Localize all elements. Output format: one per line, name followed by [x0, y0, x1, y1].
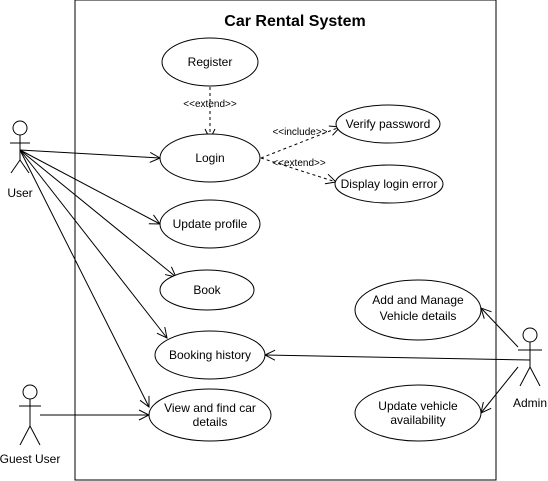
- user-booking-history-link: [19, 149, 167, 338]
- login-extend-label: <<extend>>: [272, 158, 326, 169]
- use-case-update-profile[interactable]: Update profile: [159, 199, 261, 249]
- use-case-view-find-car[interactable]: View and find car details: [148, 388, 272, 442]
- admin-update-vehicle-link: [481, 366, 519, 413]
- register-extend-label: <<extend>>: [183, 99, 237, 110]
- login-include-verify-line: [260, 127, 340, 159]
- actor-guest-user-label: Guest User: [0, 452, 60, 466]
- system-title: Car Rental System: [224, 13, 365, 30]
- svg-text:Verify password: Verify password: [346, 117, 431, 131]
- svg-text:Book: Book: [193, 283, 221, 297]
- user-login-link: [19, 149, 160, 158]
- svg-text:Vehicle details: Vehicle details: [380, 309, 457, 323]
- actor-admin-label: Admin: [513, 396, 547, 410]
- use-case-booking-history[interactable]: Booking history: [154, 330, 266, 380]
- actor-user[interactable]: User: [7, 120, 33, 200]
- use-case-register[interactable]: Register: [161, 37, 259, 87]
- association-lines: [19, 149, 531, 415]
- use-case-login[interactable]: Login: [159, 133, 261, 183]
- stick-figure-icon: [19, 384, 41, 446]
- svg-text:Add and Manage: Add and Manage: [372, 293, 464, 307]
- user-view-find-car-link: [19, 149, 149, 407]
- svg-text:View and find car: View and find car: [164, 401, 256, 415]
- actor-guest-user[interactable]: Guest User: [0, 384, 60, 466]
- login-extend-error-line: [260, 157, 336, 182]
- svg-text:Display login error: Display login error: [341, 177, 438, 191]
- svg-text:Update profile: Update profile: [173, 217, 248, 231]
- dependency-lines: [210, 87, 340, 182]
- actor-admin[interactable]: Admin: [513, 327, 547, 410]
- stick-figure-icon: [10, 120, 30, 174]
- use-case-book[interactable]: Book: [159, 269, 255, 311]
- use-case-display-login-error[interactable]: Display login error: [334, 164, 444, 204]
- use-case-add-manage-vehicle[interactable]: Add and Manage Vehicle details: [354, 279, 482, 341]
- svg-text:details: details: [193, 415, 228, 429]
- svg-text:availability: availability: [390, 413, 445, 427]
- svg-text:Booking history: Booking history: [169, 348, 251, 362]
- user-update-profile-link: [19, 149, 160, 224]
- actor-user-label: User: [7, 186, 32, 200]
- admin-booking-history-link: [265, 355, 531, 360]
- svg-text:Update vehicle: Update vehicle: [378, 399, 458, 413]
- login-include-label: <<include>>: [272, 127, 327, 138]
- use-case-verify-password[interactable]: Verify password: [335, 104, 441, 144]
- svg-text:Register: Register: [188, 55, 233, 69]
- admin-add-manage-link: [481, 308, 519, 348]
- stick-figure-icon: [518, 327, 542, 387]
- user-book-link: [19, 149, 176, 277]
- use-case-update-vehicle-availability[interactable]: Update vehicle availability: [354, 384, 482, 442]
- svg-text:Login: Login: [195, 151, 224, 165]
